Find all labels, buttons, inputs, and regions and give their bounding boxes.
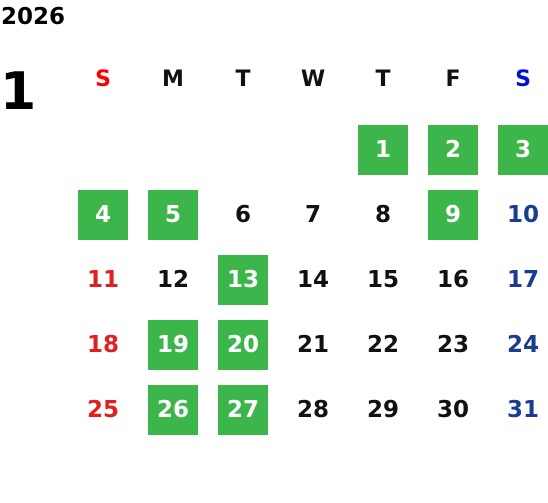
day-cell[interactable]: 10 bbox=[506, 202, 539, 228]
day-cell[interactable]: 23 bbox=[436, 332, 469, 358]
day-cell-highlighted[interactable]: 2 bbox=[428, 125, 478, 175]
day-cell[interactable]: 24 bbox=[506, 332, 539, 358]
day-cell[interactable]: 31 bbox=[506, 397, 539, 423]
day-cell-highlighted[interactable]: 19 bbox=[148, 320, 198, 370]
day-cell[interactable]: 29 bbox=[366, 397, 399, 423]
day-cell[interactable]: 30 bbox=[436, 397, 469, 423]
day-cell[interactable]: 21 bbox=[296, 332, 329, 358]
month-label: 1 bbox=[0, 62, 37, 122]
day-cell[interactable]: 6 bbox=[234, 202, 251, 228]
day-cell-highlighted[interactable]: 13 bbox=[218, 255, 268, 305]
weekday-header: T bbox=[235, 67, 251, 92]
day-cell[interactable]: 18 bbox=[86, 332, 119, 358]
day-cell-highlighted[interactable]: 27 bbox=[218, 385, 268, 435]
day-cell[interactable]: 14 bbox=[296, 267, 329, 293]
weekday-header: W bbox=[300, 67, 326, 92]
year-label: 2026 bbox=[1, 4, 66, 30]
day-cell-highlighted[interactable]: 9 bbox=[428, 190, 478, 240]
day-cell-highlighted[interactable]: 26 bbox=[148, 385, 198, 435]
day-cell[interactable]: 17 bbox=[506, 267, 539, 293]
day-cell[interactable]: 16 bbox=[436, 267, 469, 293]
weekday-header: M bbox=[162, 67, 184, 92]
day-cell-highlighted[interactable]: 4 bbox=[78, 190, 128, 240]
weekday-header: S bbox=[515, 67, 531, 92]
day-cell[interactable]: 7 bbox=[304, 202, 321, 228]
weekday-header: F bbox=[445, 67, 461, 92]
day-cell-highlighted[interactable]: 5 bbox=[148, 190, 198, 240]
day-cell[interactable]: 12 bbox=[156, 267, 189, 293]
day-cell[interactable]: 22 bbox=[366, 332, 399, 358]
day-cell[interactable]: 11 bbox=[86, 267, 119, 293]
day-cell[interactable]: 8 bbox=[374, 202, 391, 228]
day-cell[interactable]: 25 bbox=[86, 397, 119, 423]
day-cell[interactable]: 28 bbox=[296, 397, 329, 423]
day-cell-highlighted[interactable]: 3 bbox=[498, 125, 548, 175]
day-cell[interactable]: 15 bbox=[366, 267, 399, 293]
day-cell-highlighted[interactable]: 20 bbox=[218, 320, 268, 370]
day-cell-highlighted[interactable]: 1 bbox=[358, 125, 408, 175]
weekday-header: S bbox=[95, 67, 111, 92]
weekday-header: T bbox=[375, 67, 391, 92]
